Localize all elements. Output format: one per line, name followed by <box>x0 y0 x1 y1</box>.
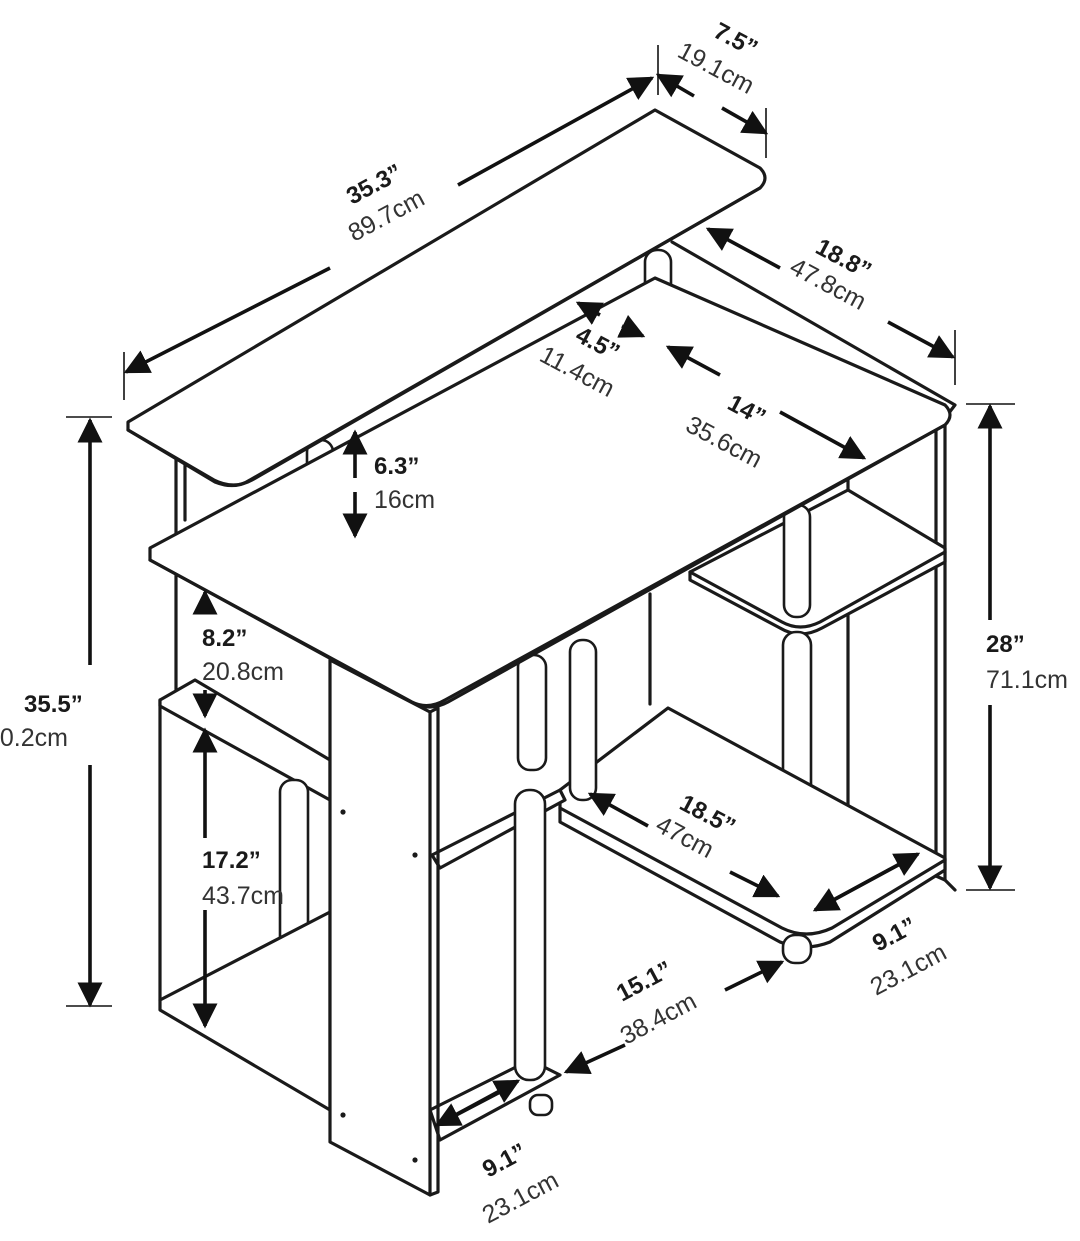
lower-shelf-gap-cm: 43.7cm <box>202 882 284 910</box>
center-shelves <box>428 653 567 1142</box>
desk-height-cm: 71.1cm <box>986 666 1068 694</box>
riser-height-cm: 16cm <box>374 486 435 514</box>
desk-drawing <box>126 108 957 1197</box>
left-shelf-depth-inches: 9.1” <box>478 1138 531 1183</box>
top-monitor-shelf <box>126 108 767 488</box>
riser-height-inches: 6.3” <box>374 453 419 480</box>
lower-shelf-gap-inches: 17.2” <box>202 847 261 874</box>
right-lower-shelf <box>558 638 947 965</box>
desk-height-inches: 28” <box>986 631 1025 658</box>
total-height-cm: 90.2cm <box>0 724 68 752</box>
total-height-inches: 35.5” <box>24 691 83 718</box>
left-side-panel <box>328 658 440 1197</box>
upper-shelf-gap-cm: 20.8cm <box>202 658 284 686</box>
dimension-lines <box>66 45 1015 1127</box>
left-back-frame <box>158 453 187 1002</box>
upper-shelf-gap-inches: 8.2” <box>202 625 247 652</box>
